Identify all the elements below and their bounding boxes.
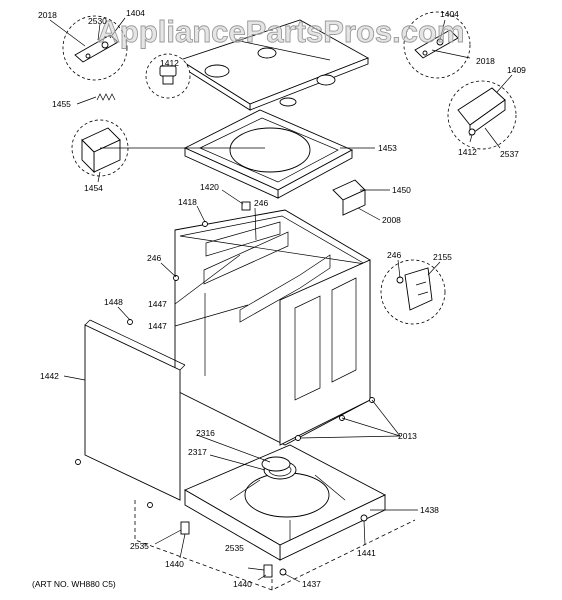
callout-1440b: 1440 <box>233 579 252 589</box>
callout-2535b: 2535 <box>225 543 244 553</box>
leader-lines <box>49 17 513 583</box>
lid-frame <box>183 109 354 199</box>
callout-1441: 1441 <box>357 548 376 558</box>
base-assembly <box>183 444 387 561</box>
callout-2530: 2530 <box>88 16 107 26</box>
callout-246a: 246 <box>254 198 268 208</box>
callout-2018b: 2018 <box>476 56 495 66</box>
callout-2316: 2316 <box>196 428 215 438</box>
callout-2155: 2155 <box>433 252 452 262</box>
callout-246c: 246 <box>387 250 401 260</box>
callout-1418: 1418 <box>178 197 197 207</box>
top-cover <box>178 19 370 111</box>
callout-1404a: 1404 <box>126 8 145 18</box>
callout-1438: 1438 <box>420 505 439 515</box>
callout-2008: 2008 <box>382 215 401 225</box>
callout-1409: 1409 <box>507 65 526 75</box>
callout-1450: 1450 <box>392 185 411 195</box>
callout-1412b: 1412 <box>458 147 477 157</box>
callout-1448: 1448 <box>104 297 123 307</box>
callout-1412a: 1412 <box>160 58 179 68</box>
callout-2317: 2317 <box>188 447 207 457</box>
callout-1404b: 1404 <box>440 9 459 19</box>
callout-labels: 2018 2530 1404 1412 1455 1404 2018 1409 … <box>38 8 526 589</box>
callout-1442: 1442 <box>40 371 59 381</box>
callout-1437: 1437 <box>302 579 321 589</box>
detail-circle-1412 <box>145 53 191 99</box>
callout-2535a: 2535 <box>130 541 149 551</box>
callout-2537: 2537 <box>500 149 519 159</box>
callout-1453: 1453 <box>378 143 397 153</box>
callout-2013: 2013 <box>398 431 417 441</box>
front-panel <box>84 319 186 501</box>
callout-1420: 1420 <box>200 182 219 192</box>
callout-1447b: 1447 <box>148 321 167 331</box>
callout-1440a: 1440 <box>165 559 184 569</box>
art-number: (ART NO. WH880 C5) <box>32 579 116 589</box>
callout-246b: 246 <box>147 253 161 263</box>
detail-circle-lid-switch <box>447 80 517 150</box>
watermark-text: AppliancePartsPros.com <box>98 14 465 49</box>
callout-2018a: 2018 <box>38 10 57 20</box>
callout-1455: 1455 <box>52 99 71 109</box>
callout-1454: 1454 <box>84 183 103 193</box>
detail-circle-hinge-left <box>62 15 128 81</box>
callout-1447a: 1447 <box>148 299 167 309</box>
detail-circle-2155 <box>380 259 446 325</box>
detail-circle-hinge-right <box>403 11 471 79</box>
